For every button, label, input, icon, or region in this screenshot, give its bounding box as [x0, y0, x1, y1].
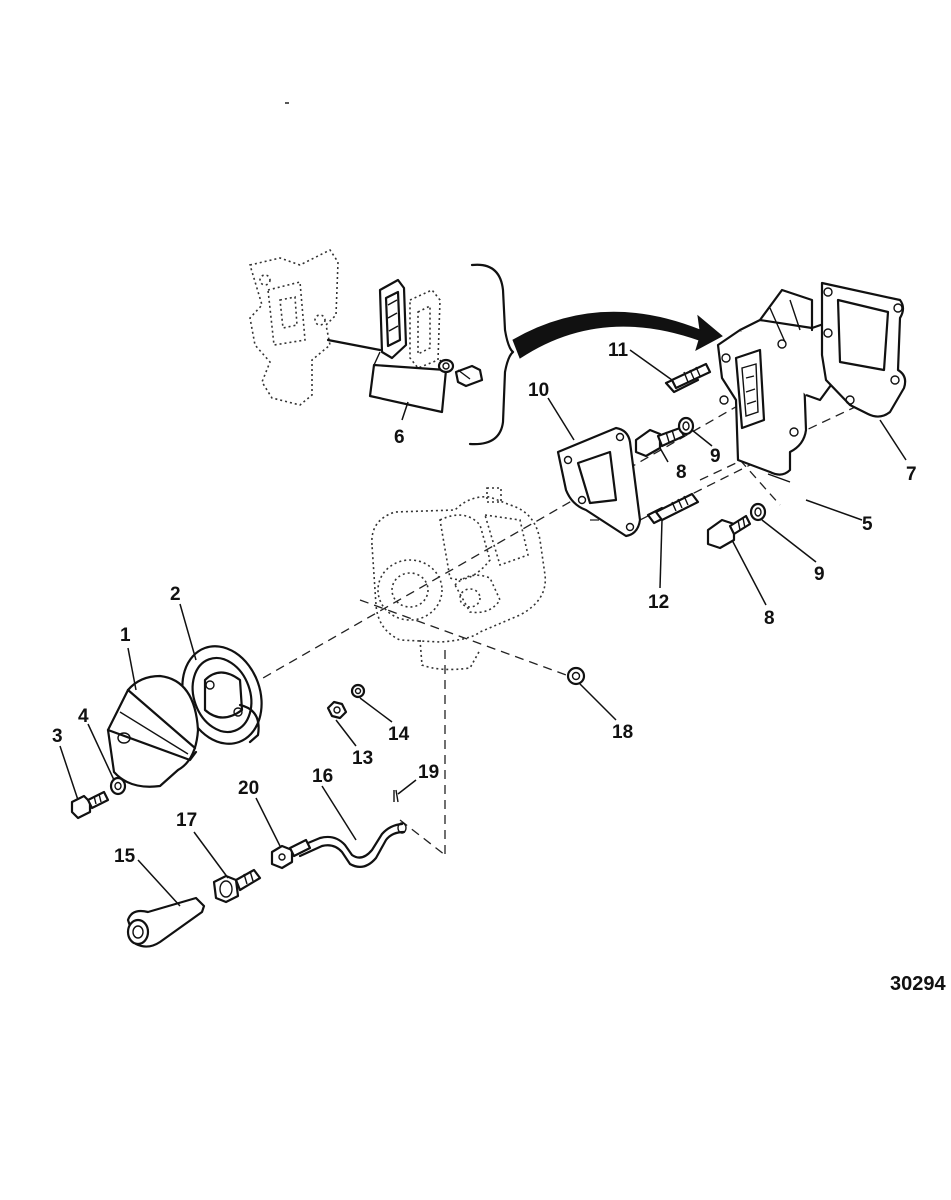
callout-labels: 1 2 3 4 5 6 7 8 8 9 9 10 11 12 13 14 15 … [52, 340, 917, 867]
callout-3: 3 [52, 726, 63, 747]
callout-14: 14 [388, 724, 410, 745]
part-17-fitting [212, 868, 262, 904]
part-8-bolt-upper [634, 426, 686, 458]
part-4-washer [109, 776, 127, 796]
part-7-gasket [820, 281, 907, 418]
callout-19: 19 [418, 762, 439, 783]
callout-2: 2 [170, 584, 181, 605]
callout-8-lower: 8 [764, 608, 775, 629]
part-9-washer-upper [677, 416, 695, 436]
callout-4: 4 [78, 706, 89, 727]
callout-6: 6 [394, 427, 405, 448]
callout-16: 16 [312, 766, 333, 787]
part-18-washer [566, 666, 586, 686]
part-20-fitting [270, 838, 312, 870]
part-2-adaptor-plate [181, 645, 263, 745]
callout-10: 10 [528, 380, 549, 401]
leader-lines [59, 349, 907, 907]
reed-block-inset [248, 248, 515, 446]
part-11-stud [664, 362, 712, 394]
part-1-silencer-cover [106, 674, 200, 788]
callout-9-upper: 9 [710, 446, 721, 467]
part-9-washer-lower [749, 502, 767, 522]
part-19-pin [393, 789, 399, 803]
part-10-gasket [556, 426, 642, 538]
callout-9-lower: 9 [814, 564, 825, 585]
callout-7: 7 [906, 464, 917, 485]
callout-11: 11 [608, 340, 629, 361]
part-8-bolt-lower [706, 514, 752, 550]
callout-18: 18 [612, 722, 633, 743]
figure-id: 30294 [890, 973, 946, 995]
part-16-fuel-line [294, 822, 407, 869]
part-15-primer-tube [126, 896, 206, 948]
callout-20: 20 [238, 778, 259, 799]
callout-13: 13 [352, 748, 373, 769]
direction-arrow [512, 311, 723, 359]
callout-1: 1 [120, 625, 131, 646]
callout-17: 17 [176, 810, 197, 831]
part-12-stud [646, 492, 700, 525]
part-3-screw [70, 790, 110, 820]
part-13-nut [326, 700, 348, 720]
callout-5: 5 [862, 514, 873, 535]
part-14-washer [350, 683, 366, 699]
callout-12: 12 [648, 592, 669, 613]
callout-15: 15 [114, 846, 136, 867]
callout-8-upper: 8 [676, 462, 687, 483]
carburetor-outline [371, 487, 547, 671]
